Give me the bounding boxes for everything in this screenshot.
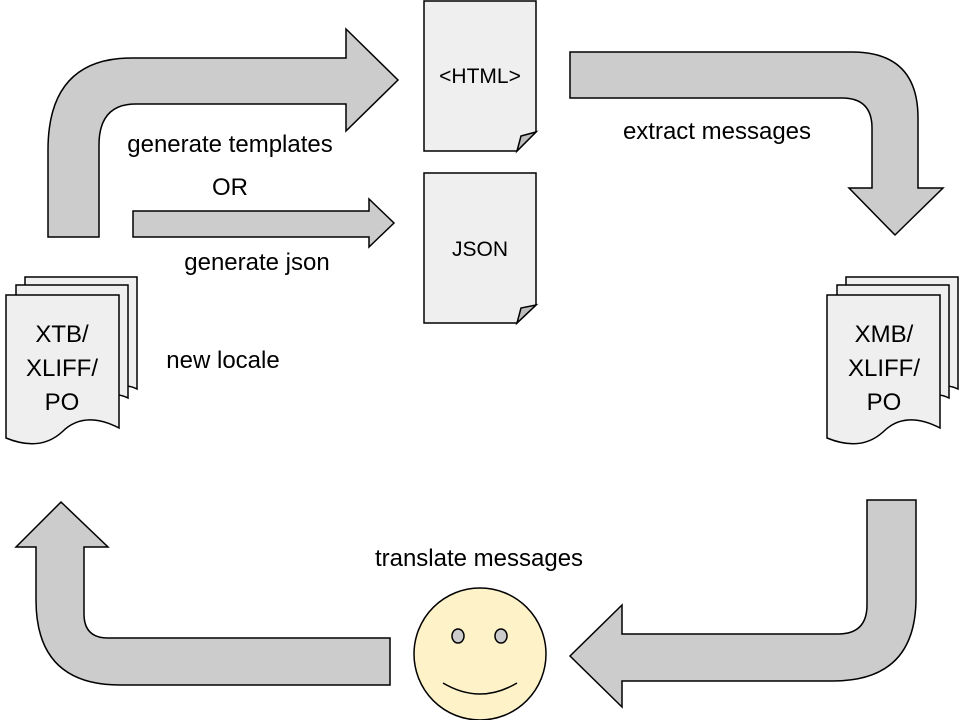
arrow-extract-messages (569, 51, 945, 237)
label-extract-messages: extract messages (623, 118, 811, 145)
extracted-file-stack: XMB/ XLIFF/ PO (826, 276, 959, 445)
source-stack-line-2: XLIFF/ (26, 355, 98, 382)
source-stack-line-3: PO (45, 389, 80, 416)
label-or: OR (212, 174, 248, 201)
label-generate-templates: generate templates (127, 131, 332, 158)
extracted-stack-line-1: XMB/ (855, 321, 914, 348)
arrow-generate-json (132, 197, 396, 249)
extracted-stack-line-2: XLIFF/ (848, 355, 920, 382)
label-translate-messages: translate messages (375, 545, 583, 572)
source-file-stack: XTB/ XLIFF/ PO (5, 276, 138, 445)
smiley-face-icon (413, 587, 547, 721)
arrow-to-new-locale (14, 500, 391, 686)
source-stack-line-1: XTB/ (35, 321, 89, 348)
label-generate-json: generate json (184, 249, 329, 276)
json-document: JSON (423, 172, 539, 326)
label-new-locale: new locale (166, 347, 279, 374)
html-doc-label: <HTML> (439, 65, 521, 88)
html-document: <HTML> (423, 0, 539, 154)
arrow-generate-templates (47, 27, 400, 238)
json-doc-label: JSON (452, 238, 508, 261)
extracted-stack-line-3: PO (867, 389, 902, 416)
arrow-to-translator (568, 499, 917, 709)
